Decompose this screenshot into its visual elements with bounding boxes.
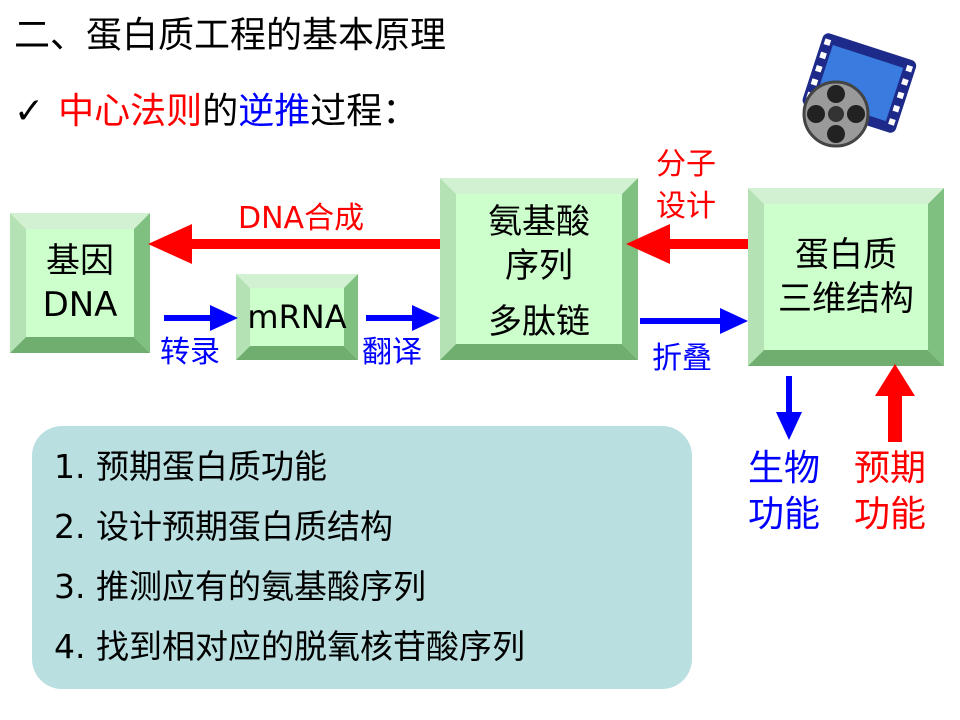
protein-label: 蛋白质 <box>795 235 897 275</box>
page-title: 二、蛋白质工程的基本原理 <box>14 15 447 56</box>
dna-synthesis-label: DNA合成 <box>238 201 365 236</box>
subtitle-reverse: 逆推 <box>238 91 311 132</box>
subtitle-central-dogma: 中心法则 <box>58 91 203 132</box>
3d-structure-label: 三维结构 <box>778 279 914 319</box>
transcription-label: 转录 <box>160 335 220 370</box>
gene-dna-box: 基因 DNA <box>10 213 150 353</box>
expected-function-line2: 功能 <box>854 494 927 535</box>
folding-arrow <box>640 308 748 334</box>
translation-label: 翻译 <box>362 335 422 370</box>
steps-panel: 1. 预期蛋白质功能 2. 设计预期蛋白质结构 3. 推测应有的氨基酸序列 4.… <box>32 426 692 689</box>
expected-function-arrow <box>875 364 915 442</box>
translation-arrow <box>366 305 440 331</box>
subtitle-of: 的 <box>202 91 239 132</box>
biological-function-line1: 生物 <box>748 448 821 489</box>
check-icon: ✓ <box>14 91 45 132</box>
molecular-design-label-2: 设计 <box>656 189 716 224</box>
transcription-arrow <box>164 305 238 331</box>
biological-function-arrow <box>776 376 802 440</box>
biological-function-line2: 功能 <box>748 494 821 535</box>
biological-function: 生物 功能 <box>748 446 820 538</box>
dna-synthesis-arrow <box>148 224 440 264</box>
amino-acid-sequence-box: 氨基酸 序列 多肽链 <box>440 178 638 360</box>
expected-function: 预期 功能 <box>854 446 926 538</box>
gene-label: 基因 <box>46 241 114 281</box>
expected-function-line1: 预期 <box>854 448 927 489</box>
subtitle: ✓ 中心法则的逆推过程： <box>14 88 418 136</box>
polypeptide-label: 多肽链 <box>488 302 590 342</box>
mrna-box: mRNA <box>236 274 358 360</box>
step-item: 2. 设计预期蛋白质结构 <box>54 507 393 546</box>
dna-label: DNA <box>42 285 118 325</box>
subtitle-process: 过程： <box>310 91 419 132</box>
step-item: 1. 预期蛋白质功能 <box>54 447 327 486</box>
step-item: 3. 推测应有的氨基酸序列 <box>54 567 426 606</box>
molecular-design-arrow <box>626 224 748 264</box>
step-item: 4. 找到相对应的脱氧核苷酸序列 <box>54 627 525 666</box>
protein-structure-box: 蛋白质 三维结构 <box>748 188 944 366</box>
mrna-label: mRNA <box>247 298 347 336</box>
film-reel-icon[interactable] <box>790 30 920 150</box>
amino-acid-label: 氨基酸 <box>488 202 590 242</box>
molecular-design-label-1: 分子 <box>656 147 716 182</box>
folding-label: 折叠 <box>652 341 712 376</box>
sequence-label: 序列 <box>505 246 573 286</box>
